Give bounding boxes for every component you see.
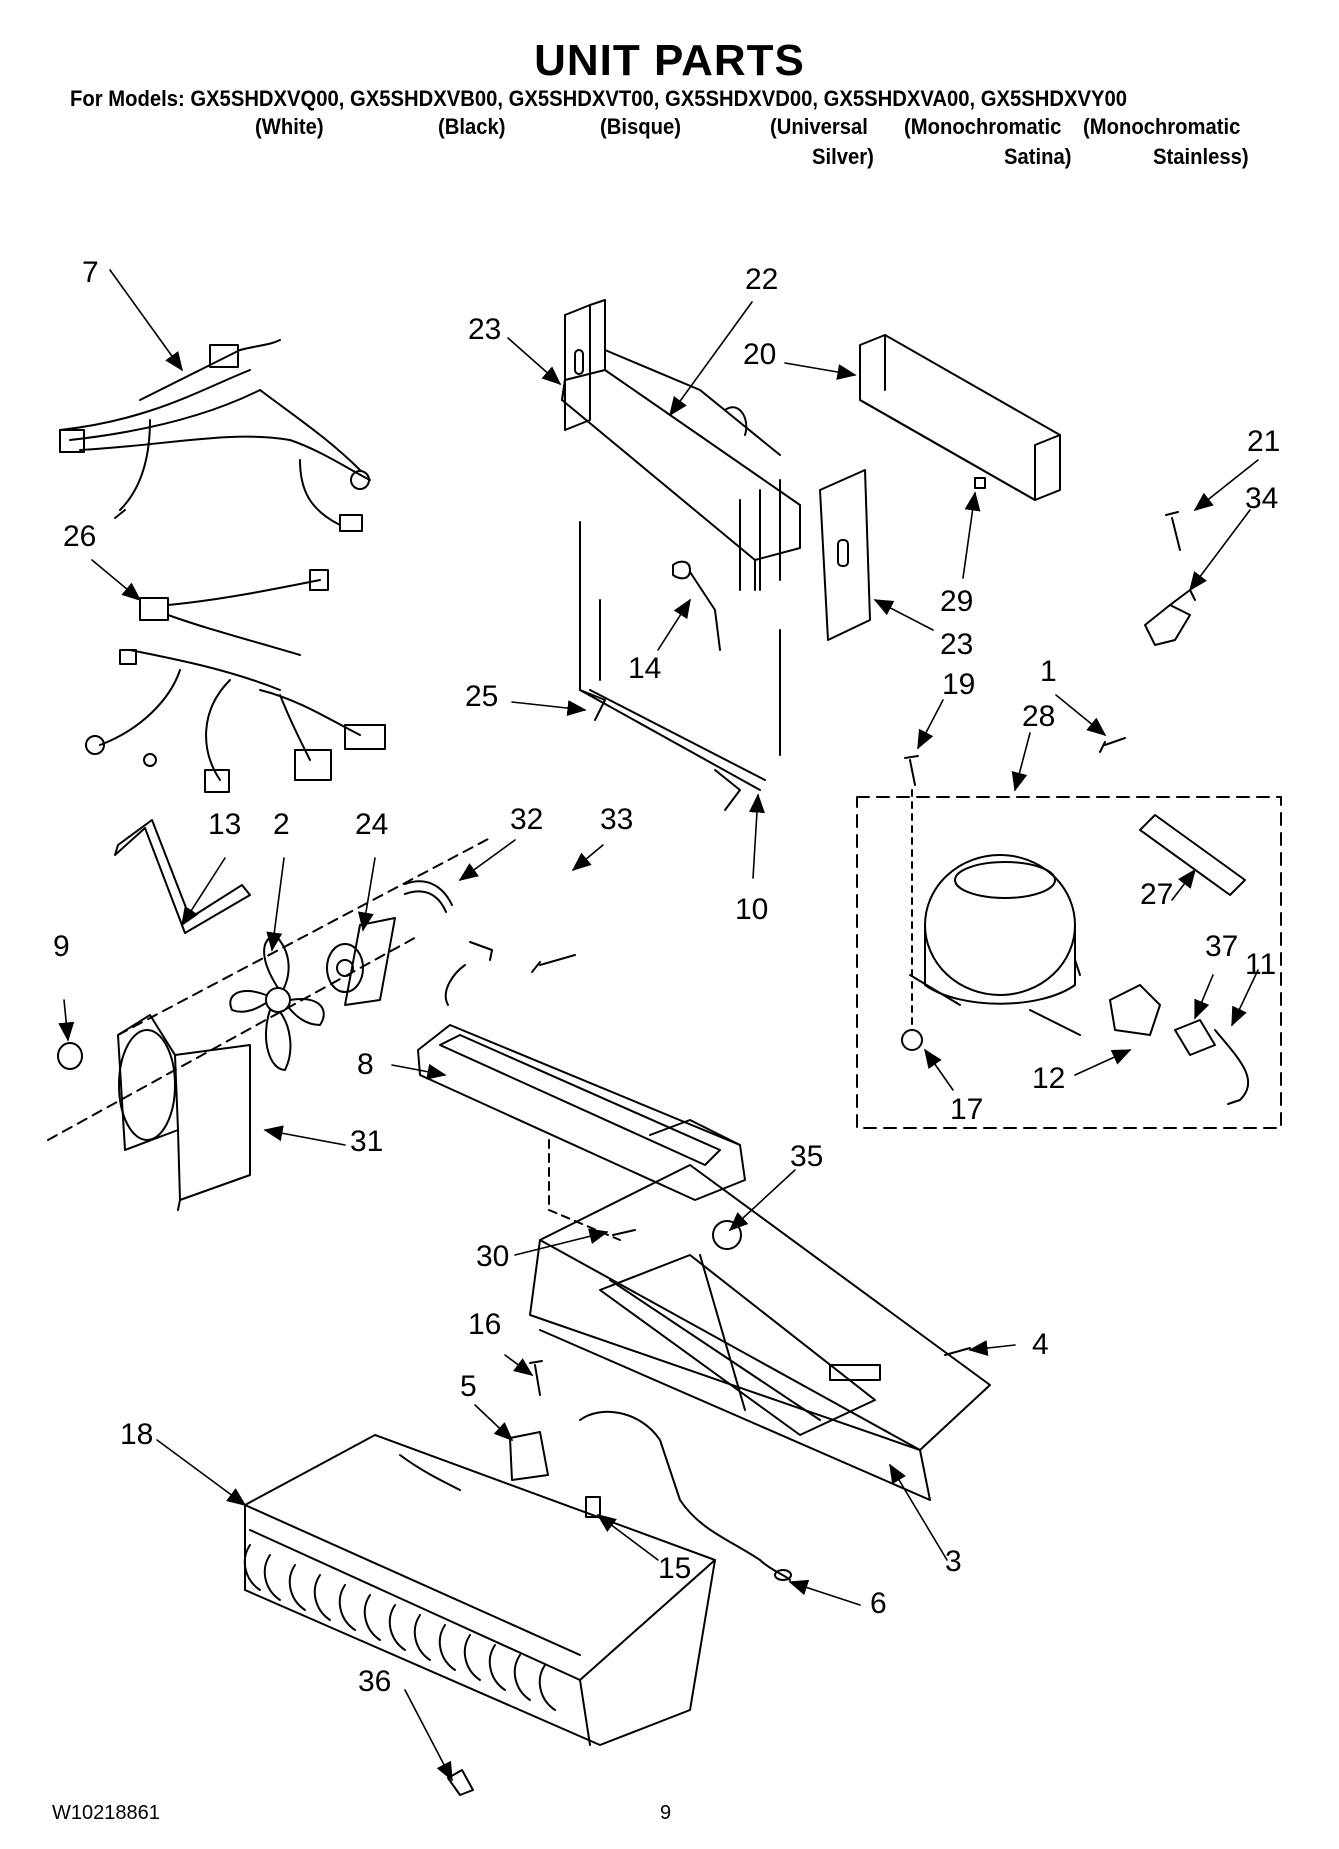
callout-5: 5 (460, 1370, 477, 1403)
callout-17: 17 (950, 1093, 984, 1126)
callout-6: 6 (870, 1587, 887, 1620)
screw-4 (944, 1347, 971, 1356)
evaporator-22 (561, 349, 801, 591)
callout-33: 33 (600, 803, 634, 836)
variant-monochromatic-satina-line1: (Monochromatic (904, 114, 1062, 139)
callout-29: 29 (940, 585, 974, 618)
drier-27 (1139, 814, 1246, 896)
variant-monochromatic-stainless-line2: Stainless) (1153, 144, 1249, 169)
variant-monochromatic-satina-line2: Satina) (1004, 144, 1072, 169)
callout-24: 24 (355, 808, 389, 841)
gasket-13 (114, 819, 251, 934)
screw-1 (1099, 737, 1126, 753)
evaporator-cover-20 (859, 334, 1061, 501)
callout-22: 22 (745, 263, 779, 296)
callout-12: 12 (1032, 1062, 1066, 1095)
callout-11: 11 (1245, 948, 1277, 981)
callout-20: 20 (743, 338, 777, 371)
page-number: 9 (660, 1802, 672, 1824)
bracket-5 (509, 1431, 549, 1481)
callout-28: 28 (1022, 700, 1056, 733)
ferrule-15 (585, 1496, 601, 1518)
callout-35: 35 (790, 1140, 824, 1173)
callout-4: 4 (1032, 1328, 1049, 1361)
callout-32: 32 (510, 803, 544, 836)
callout-18: 18 (120, 1418, 154, 1451)
variant-universal-silver-line1: (Universal (770, 114, 868, 139)
variant-white: (White) (255, 114, 324, 139)
callout-25: 25 (465, 680, 499, 713)
screw-33 (531, 954, 576, 973)
bracket-34 (1144, 589, 1196, 646)
compressor-assembly-box-28 (856, 796, 1282, 1129)
document-code: W10218861 (52, 1802, 160, 1824)
callout-31: 31 (350, 1125, 384, 1158)
fan-blade-2 (229, 934, 325, 1071)
callout-7: 7 (82, 256, 99, 289)
callout-3: 3 (945, 1545, 962, 1578)
wire-harness-7 (59, 339, 371, 532)
variant-universal-silver-line2: Silver) (812, 144, 874, 169)
fan-motor-24 (326, 917, 396, 1006)
callout-21: 21 (1247, 425, 1281, 458)
relay-12 (1109, 984, 1161, 1036)
variant-black: (Black) (438, 114, 506, 139)
fan-shroud-31 (117, 1014, 251, 1211)
callout-34: 34 (1245, 482, 1279, 515)
callout-16: 16 (468, 1308, 502, 1341)
wire-harness-26 (85, 569, 386, 793)
grommet-17 (901, 1029, 923, 1051)
grommet-29 (974, 477, 986, 489)
callout-1: 1 (1040, 655, 1057, 688)
tube-6 (579, 1410, 792, 1581)
grommet-9 (57, 1042, 83, 1070)
callout-15: 15 (658, 1552, 692, 1585)
capacitor-37 (1174, 1019, 1216, 1056)
leader-arrows (58, 269, 1259, 1782)
callout-37: 37 (1205, 930, 1239, 963)
callout-30: 30 (476, 1240, 510, 1273)
tubing-32 (404, 880, 493, 1006)
callout-23-top: 23 (468, 313, 502, 346)
variant-bisque: (Bisque) (600, 114, 681, 139)
screw-19 (904, 755, 919, 786)
callout-13: 13 (208, 808, 242, 841)
models-line: For Models: GX5SHDXVQ00, GX5SHDXVB00, GX… (70, 86, 1127, 111)
spacer-30 (612, 1229, 636, 1236)
callout-26: 26 (63, 520, 97, 553)
condenser-18 (243, 1434, 716, 1746)
callout-19: 19 (942, 668, 976, 701)
callout-27: 27 (1140, 878, 1174, 911)
callout-36: 36 (358, 1665, 392, 1698)
compressor (909, 854, 1081, 1036)
callout-10: 10 (735, 893, 769, 926)
screw-16 (529, 1360, 543, 1396)
callout-23-right: 23 (940, 628, 974, 661)
page-title: UNIT PARTS (534, 36, 805, 85)
callout-8: 8 (357, 1048, 374, 1081)
callout-2: 2 (273, 808, 290, 841)
base-plate-3 (529, 1164, 991, 1501)
bracket-23-left (564, 299, 606, 431)
defrost-heater-25 (579, 521, 781, 811)
clip-36 (447, 1769, 474, 1796)
harness-11 (1214, 1029, 1250, 1105)
callout-9: 9 (53, 930, 70, 963)
thermostat-14 (672, 560, 721, 651)
callout-14: 14 (628, 652, 662, 685)
clip-35 (712, 1220, 742, 1250)
screw-21 (1165, 511, 1181, 551)
drain-pan-8 (417, 1024, 746, 1201)
bracket-23-right (819, 469, 871, 641)
variant-monochromatic-stainless-line1: (Monochromatic (1083, 114, 1241, 139)
